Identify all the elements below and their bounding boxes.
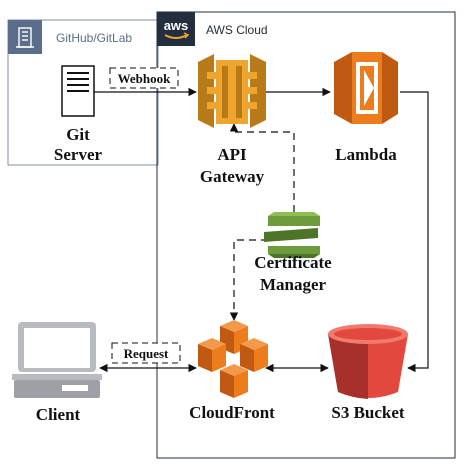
aws-cloud-label: AWS Cloud: [206, 23, 268, 37]
git-server-label-line2: Server: [54, 145, 103, 164]
cloudfront-label: CloudFront: [189, 403, 275, 422]
s3-bucket-icon: [328, 324, 408, 399]
client-label: Client: [36, 405, 81, 424]
aws-cloud-border: [156, 11, 456, 459]
s3-label: S3 Bucket: [331, 403, 405, 422]
api-gateway-label-line1: API: [217, 145, 247, 164]
building-icon: [16, 27, 34, 48]
aws-logo-bg: [157, 12, 195, 46]
edges: [94, 87, 429, 373]
lambda-icon: [334, 52, 398, 124]
laptop-icon: [12, 322, 102, 398]
cloudfront-node: CloudFront: [189, 320, 275, 422]
s3-node: S3 Bucket: [328, 324, 408, 422]
edge-label-webhook: Webhook: [109, 67, 179, 89]
building-icon-bg: [8, 20, 42, 54]
aws-cloud-group: aws AWS Cloud: [156, 11, 456, 459]
webhook-label: Webhook: [118, 71, 172, 86]
cert-manager-node: Certificate Manager: [254, 212, 332, 294]
certificate-manager-icon: [264, 212, 320, 258]
lambda-label: Lambda: [335, 145, 397, 164]
server-icon: [61, 65, 95, 117]
edge-acm-cloudfront: [229, 239, 268, 321]
aws-smile-icon: [164, 34, 188, 39]
edge-acm-apigw: [229, 123, 295, 212]
cloudfront-icon: [198, 320, 268, 398]
aws-logo-text: aws: [164, 18, 189, 33]
aws-smile-arrow-icon: [183, 32, 190, 39]
edge-label-request: Request: [111, 342, 181, 364]
git-server-label-line1: Git: [66, 125, 90, 144]
lambda-node: Lambda: [334, 52, 398, 164]
client-node: Client: [12, 322, 102, 424]
api-gateway-label-line2: Gateway: [200, 167, 265, 186]
request-label: Request: [124, 346, 169, 361]
github-group-label: GitHub/GitLab: [56, 31, 132, 45]
cert-manager-label-line2: Manager: [260, 275, 327, 294]
edge-lambda-s3: [400, 91, 429, 373]
api-gateway-node: API Gateway: [198, 54, 266, 186]
cert-manager-label-line1: Certificate: [254, 253, 332, 272]
git-server-node: Git Server: [54, 65, 103, 164]
api-gateway-icon: [198, 54, 266, 128]
